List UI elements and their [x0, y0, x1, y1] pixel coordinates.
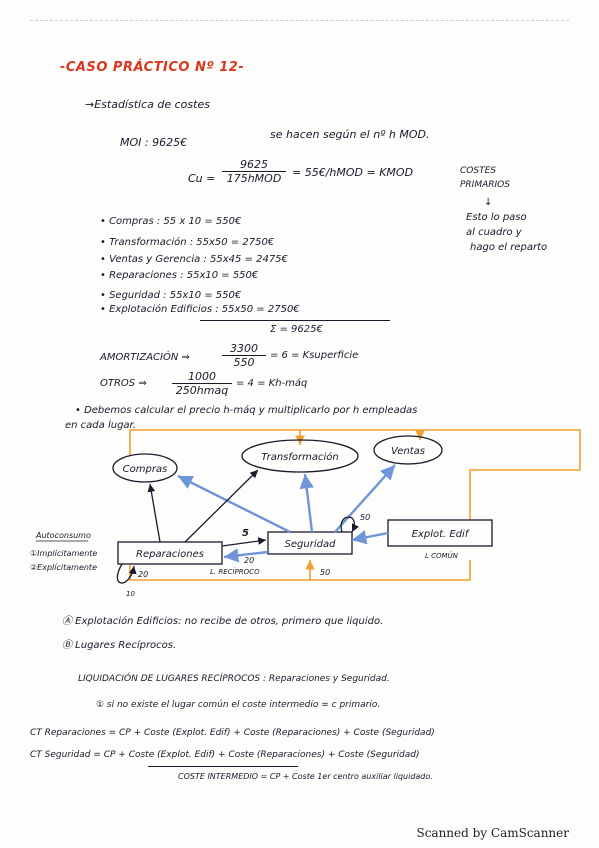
moi-label: MOI : 9625€: [120, 136, 188, 149]
label-explicito: ②Explícitamente: [30, 563, 97, 572]
liquidacion-note: ① si no existe el lugar común el coste i…: [96, 700, 381, 710]
arrow-reparaciones-seguridad: [221, 537, 267, 547]
coste-intermedio: COSTE INTERMEDIO = CP + Coste 1er centro…: [178, 772, 433, 781]
label-comun: L COMÚN: [425, 551, 459, 560]
label-explot: Explot. Edif: [412, 529, 470, 540]
ct-seguridad: CT Seguridad = CP + Coste (Explot. Edif)…: [30, 750, 420, 760]
cu-fraction: 9625 175hMOD: [222, 158, 286, 185]
arrow-explot-seguridad: [351, 530, 389, 545]
primarios-note3: hago el reparto: [470, 242, 548, 253]
node-ventas: [373, 435, 443, 465]
label-n20: 20: [244, 556, 254, 565]
otros-label: OTROS ⇒: [100, 378, 147, 389]
ct-reparaciones: CT Reparaciones = CP + Coste (Explot. Ed…: [30, 728, 435, 738]
label-n10: 10: [126, 590, 135, 598]
otros-num: 1000: [172, 370, 232, 384]
moi-text: se hacen según el nº h MOD.: [270, 128, 430, 141]
coste-item: • Ventas y Gerencia : 55x45 = 2475€: [100, 254, 288, 265]
total: Σ = 9625€: [270, 324, 323, 335]
note-b: Ⓑ Lugares Recíprocos.: [62, 640, 177, 651]
label-autoconsumo: Autoconsumo: [35, 531, 91, 540]
cu-den: 175hMOD: [226, 172, 282, 185]
label-ventas: Ventas: [391, 446, 425, 457]
nota-line1: • Debemos calcular el precio h-máq y mul…: [75, 405, 418, 416]
node-transformacion: [241, 439, 359, 473]
label-n50b: 50: [320, 568, 330, 577]
label-n50: 50: [360, 513, 370, 522]
orange-loop-bottom: [129, 560, 471, 581]
coste-item: • Compras : 55 x 10 = 550€: [100, 216, 242, 227]
top-divider: [30, 20, 569, 21]
node-reparaciones: [117, 541, 223, 565]
liquidacion-title: LIQUIDACIÓN DE LUGARES RECÍPROCOS : Repa…: [78, 674, 390, 684]
arrow-seguridad-compras: [177, 474, 291, 534]
amortizacion-label: AMORTIZACIÓN ⇒: [100, 352, 190, 363]
nota-line2: en cada lugar.: [65, 420, 136, 431]
note-a: Ⓐ Explotación Edificios: no recibe de ot…: [62, 616, 384, 627]
amortizacion-result: = 6 = Ksuperficie: [270, 350, 359, 361]
label-n20b: 20: [138, 570, 148, 579]
primarios-note2: al cuadro y: [466, 227, 522, 238]
otros-den: 250hmaq: [175, 384, 229, 397]
cu-num: 9625: [222, 158, 286, 172]
label-compras: Compras: [123, 464, 168, 475]
arrow-seguridad-transformacion: [299, 473, 314, 533]
orange-loop-top: [129, 429, 581, 520]
arrow-seguridad-ventas: [334, 464, 396, 533]
primarios-arrow: ↓: [484, 197, 493, 208]
page-title: -CASO PRÁCTICO Nº 12-: [60, 60, 245, 75]
cu-result: = 55€/hMOD = KMOD: [292, 166, 414, 179]
label-reciproco: L. RECÍPROCO: [210, 567, 260, 576]
amortizacion-den: 550: [233, 356, 255, 369]
primarios-note1: Esto lo paso: [466, 212, 527, 223]
otros-result: = 4 = Kh-máq: [236, 378, 308, 389]
label-transformacion: Transformación: [261, 451, 338, 463]
amortizacion-fraction: 3300 550: [222, 342, 266, 369]
arrow-reparaciones-compras: [147, 483, 161, 543]
subtitle: →Estadística de costes: [85, 98, 210, 111]
label-n5: 5: [242, 528, 249, 539]
node-compras: [112, 453, 178, 483]
arrow-reparaciones-transformacion: [184, 469, 259, 543]
label-seguridad: Seguridad: [285, 539, 337, 550]
selfloop-reparaciones: [116, 563, 137, 584]
label-implicito: ①Implícitamente: [30, 549, 97, 558]
label-reparaciones: Reparaciones: [136, 549, 204, 560]
brace-rule: [148, 766, 298, 767]
arrow-seguridad-reparaciones: [223, 548, 269, 563]
primarios-line1: COSTES: [460, 166, 496, 176]
coste-item: • Explotación Edificios : 55x50 = 2750€: [100, 304, 300, 315]
coste-item: • Seguridad : 55x10 = 550€: [100, 290, 242, 301]
primarios-line2: PRIMARIOS: [460, 180, 510, 190]
selfloop-seguridad: [340, 516, 359, 533]
coste-item: • Reparaciones : 55x10 = 550€: [100, 270, 259, 281]
otros-fraction: 1000 250hmaq: [172, 370, 232, 397]
cu-prefix: Cu =: [188, 172, 216, 185]
footer-watermark: Scanned by CamScanner: [416, 826, 569, 840]
coste-item: • Transformación : 55x50 = 2750€: [100, 237, 275, 248]
sum-rule: [200, 320, 390, 321]
amortizacion-num: 3300: [222, 342, 266, 356]
